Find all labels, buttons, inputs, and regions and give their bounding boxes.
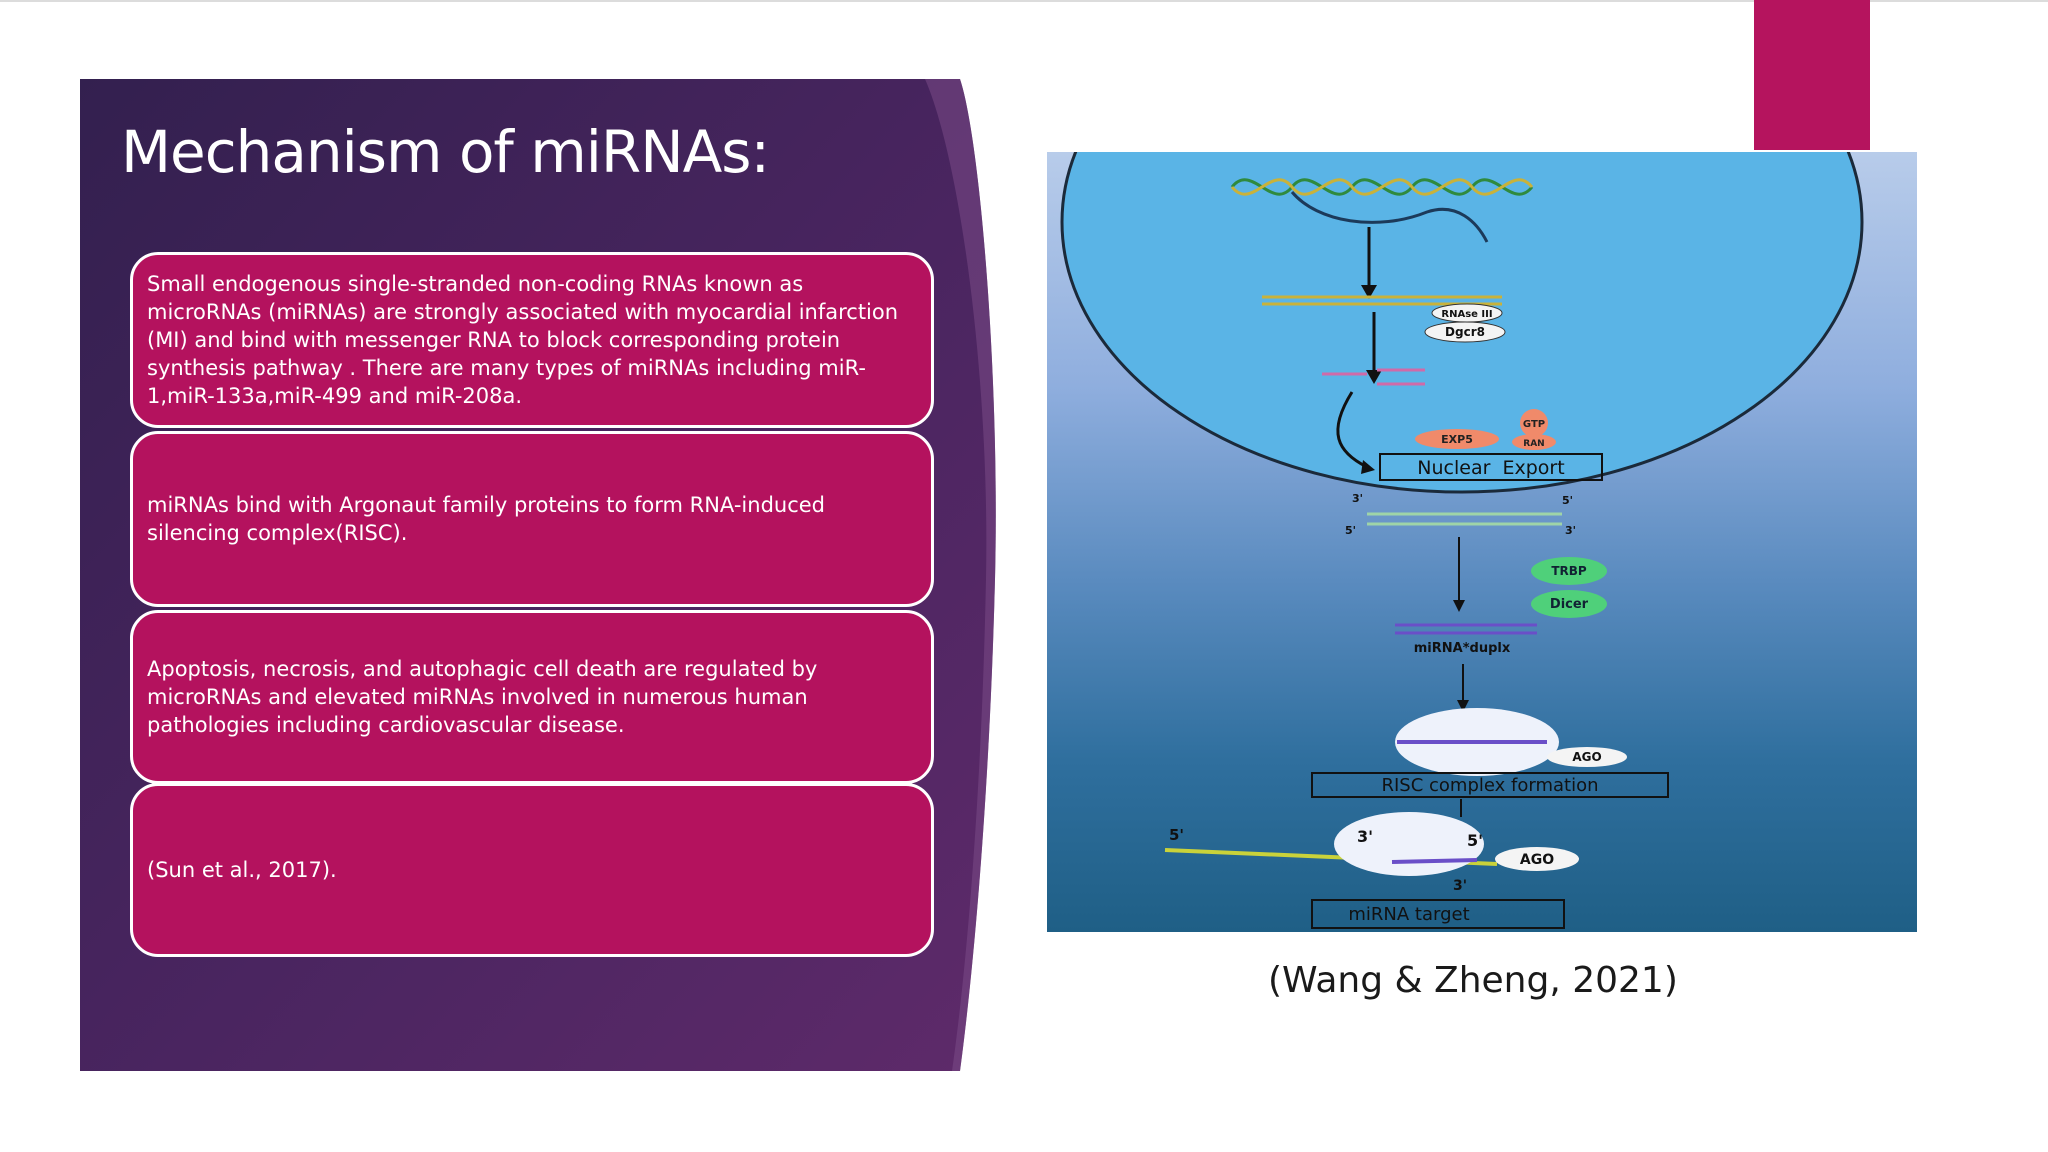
trbp-label: TRBP	[1551, 564, 1587, 578]
arrow-head	[1457, 700, 1469, 712]
arrow-head	[1361, 460, 1375, 474]
dna-helix-icon	[1230, 178, 1534, 243]
accent-bar	[1754, 0, 1870, 150]
duplex-label: miRNA*duplx	[1414, 641, 1511, 656]
arrow-head	[1366, 370, 1382, 384]
card-cell-death: Apoptosis, necrosis, and autophagic cell…	[130, 610, 934, 784]
cytoplasmic-pre-mirna-icon	[1367, 512, 1562, 526]
target-end-label: 3'	[1453, 878, 1467, 894]
gtp-label: GTP	[1523, 419, 1545, 430]
exp5-label: EXP5	[1441, 433, 1473, 446]
figure-citation: (Wang & Zheng, 2021)	[1268, 960, 1678, 1001]
slide-title: Mechanism of miRNAs:	[121, 118, 770, 186]
arrow-head	[1453, 600, 1465, 612]
mirna-target-label: miRNA target	[1348, 904, 1469, 925]
pre-mirna-icon	[1322, 368, 1425, 386]
exp5-protein	[1415, 429, 1499, 449]
card-text: miRNAs bind with Argonaut family protein…	[147, 493, 825, 545]
slide-top-border	[0, 0, 2048, 2]
ago-label: AGO	[1572, 750, 1601, 764]
arrow-head	[1361, 285, 1377, 299]
dgcr8-enzyme	[1424, 321, 1506, 343]
diagram-svg: RNAse III Dgcr8 EXP5 GTP RAN Nuclear Exp…	[1060, 152, 1864, 929]
gtp-molecule	[1520, 409, 1548, 437]
target-guide-strand	[1391, 858, 1478, 864]
dicer-protein	[1531, 590, 1607, 618]
mirna-biogenesis-diagram: RNAse III Dgcr8 EXP5 GTP RAN Nuclear Exp…	[1047, 152, 1917, 932]
risc-label: RISC complex formation	[1381, 775, 1598, 796]
ago-protein	[1547, 747, 1627, 767]
dicer-label: Dicer	[1550, 597, 1589, 612]
target-end-label: 3'	[1357, 827, 1373, 846]
arrow-export	[1336, 391, 1368, 469]
card-reference: (Sun et al., 2017).	[130, 783, 934, 957]
end-label: 3'	[1352, 492, 1363, 505]
dgcr8-label: Dgcr8	[1445, 325, 1485, 339]
mirna-target-box	[1311, 899, 1565, 929]
ran-label: RAN	[1523, 439, 1544, 449]
card-text: Small endogenous single-stranded non-cod…	[147, 272, 899, 408]
end-label: 3'	[1565, 524, 1576, 537]
card-text: Apoptosis, necrosis, and autophagic cell…	[147, 657, 818, 737]
trbp-protein	[1531, 557, 1607, 585]
end-label: 5'	[1562, 494, 1573, 507]
card-risc: miRNAs bind with Argonaut family protein…	[130, 431, 934, 607]
target-end-label: 5'	[1467, 831, 1483, 850]
ran-protein	[1512, 434, 1556, 450]
end-label: 5'	[1345, 524, 1356, 537]
card-mirna-definition: Small endogenous single-stranded non-cod…	[130, 252, 934, 428]
nuclear-export-box	[1379, 453, 1603, 481]
ago-protein-target	[1495, 847, 1579, 871]
card-text: (Sun et al., 2017).	[147, 858, 337, 882]
nuclear-export-label: Nuclear Export	[1417, 457, 1564, 479]
ago-target-label: AGO	[1520, 852, 1554, 868]
mirna-duplex-icon	[1395, 623, 1537, 635]
rnase-label: RNAse III	[1441, 309, 1492, 320]
risc-box	[1311, 772, 1669, 798]
target-end-label: 5'	[1169, 826, 1184, 844]
